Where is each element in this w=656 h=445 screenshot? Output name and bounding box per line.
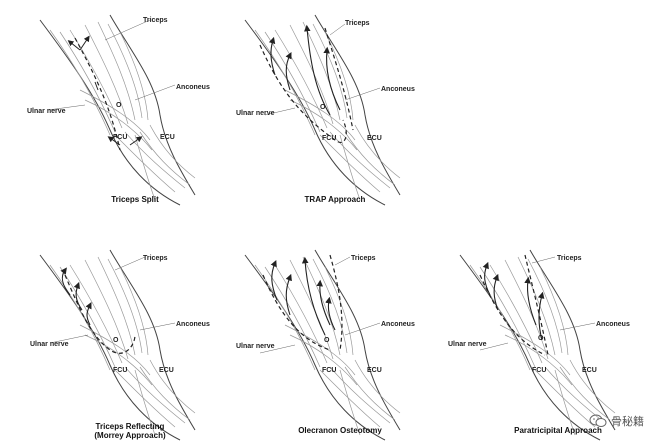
label-anconeus: Anconeus	[381, 321, 415, 328]
label-ulnar-nerve: Ulnar nerve	[448, 341, 487, 348]
label-fcu: FCU	[113, 134, 128, 141]
caption-triceps-reflecting: Triceps Reflecting (Morrey Approach)	[70, 422, 190, 441]
label-ulnar-nerve: Ulnar nerve	[236, 110, 275, 117]
label-o: O	[538, 335, 544, 342]
label-fcu: FCU	[113, 367, 128, 374]
panel-trap-approach	[244, 14, 401, 206]
label-triceps: Triceps	[557, 255, 582, 262]
label-triceps: Triceps	[351, 255, 376, 262]
label-ulnar-nerve: Ulnar nerve	[27, 108, 66, 115]
caption-triceps-reflecting-line2: (Morrey Approach)	[94, 430, 166, 440]
label-o: O	[320, 104, 326, 111]
label-ulnar-nerve: Ulnar nerve	[30, 341, 69, 348]
label-ecu: ECU	[159, 367, 174, 374]
caption-triceps-split: Triceps Split	[111, 195, 159, 204]
label-anconeus: Anconeus	[176, 321, 210, 328]
panel-olecranon-osteotomy	[244, 249, 401, 441]
caption-paratricipital-approach: Paratricipital Approach	[514, 426, 602, 435]
label-anconeus: Anconeus	[596, 321, 630, 328]
label-o: O	[324, 337, 330, 344]
label-triceps: Triceps	[345, 20, 370, 27]
label-anconeus: Anconeus	[381, 86, 415, 93]
caption-triceps-reflecting-line1: Triceps Reflecting	[95, 422, 165, 431]
watermark: 骨秘籍	[589, 413, 644, 429]
caption-trap-approach: TRAP Approach	[304, 195, 366, 204]
caption-olecranon-osteotomy: Olecranon Osteotomy	[298, 426, 382, 435]
label-o: O	[113, 337, 119, 344]
label-ulnar-nerve: Ulnar nerve	[236, 343, 275, 350]
label-fcu: FCU	[322, 135, 337, 142]
panel-triceps-split	[39, 14, 196, 206]
label-o: O	[116, 102, 122, 109]
panel-triceps-reflecting	[39, 249, 196, 441]
label-ecu: ECU	[160, 134, 175, 141]
label-fcu: FCU	[532, 367, 547, 374]
label-ecu: ECU	[367, 367, 382, 374]
label-triceps: Triceps	[143, 17, 168, 24]
label-fcu: FCU	[322, 367, 337, 374]
watermark-text: 骨秘籍	[611, 415, 644, 428]
label-ecu: ECU	[367, 135, 382, 142]
panel-paratricipital-approach	[459, 249, 616, 441]
label-anconeus: Anconeus	[176, 84, 210, 91]
label-ecu: ECU	[582, 367, 597, 374]
label-triceps: Triceps	[143, 255, 168, 262]
wechat-logo-icon	[589, 414, 607, 427]
